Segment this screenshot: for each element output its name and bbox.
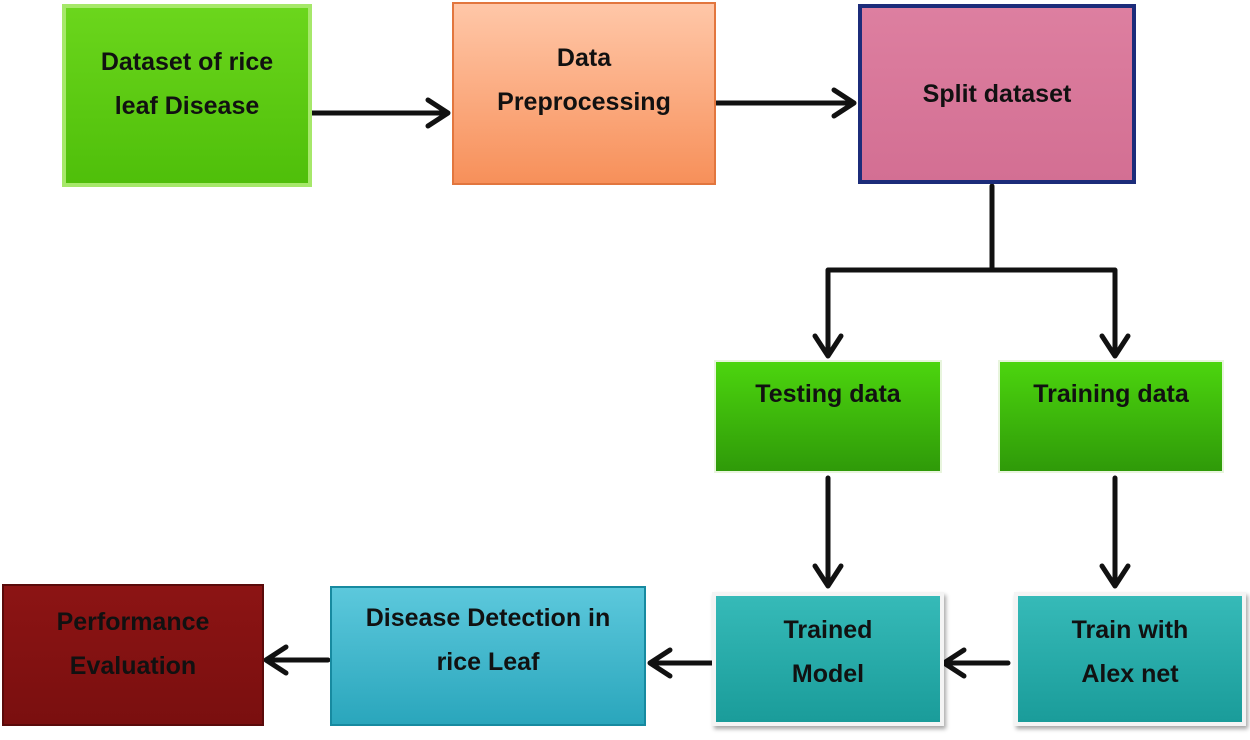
node-train-line-1: Train with <box>1071 616 1189 644</box>
node-preprocessing-line-1: Data <box>556 44 612 72</box>
node-testing-label: Testing data <box>755 380 901 408</box>
node-detection-line-1: Disease Detection in <box>365 604 611 632</box>
node-performance-evaluation: Performance Evaluation <box>2 584 264 726</box>
node-training-label: Training data <box>1033 380 1189 408</box>
node-trained-line-1: Trained <box>783 616 873 644</box>
arrow-split-to-branch <box>825 183 995 357</box>
node-preprocessing-line-2: Preprocessing <box>497 88 671 116</box>
node-evaluation-line-2: Evaluation <box>69 652 197 680</box>
node-dataset-line-1: Dataset of rice <box>100 48 274 76</box>
node-dataset-line-2: leaf Disease <box>114 92 260 120</box>
node-train-alexnet: Train with Alex net <box>1014 592 1246 726</box>
node-testing-data: Testing data <box>714 360 942 473</box>
node-disease-detection: Disease Detection in rice Leaf <box>330 586 646 726</box>
node-split-label: Split dataset <box>922 80 1072 108</box>
node-dataset: Dataset of rice leaf Disease <box>62 4 312 187</box>
node-split-dataset: Split dataset <box>858 4 1136 184</box>
node-training-data: Training data <box>998 360 1224 473</box>
node-preprocessing: Data Preprocessing <box>452 2 716 185</box>
node-trained-line-2: Model <box>791 660 865 688</box>
node-evaluation-line-1: Performance <box>56 608 210 636</box>
node-detection-line-2: rice Leaf <box>436 648 540 676</box>
node-train-line-2: Alex net <box>1081 660 1179 688</box>
node-trained-model: Trained Model <box>712 592 944 726</box>
